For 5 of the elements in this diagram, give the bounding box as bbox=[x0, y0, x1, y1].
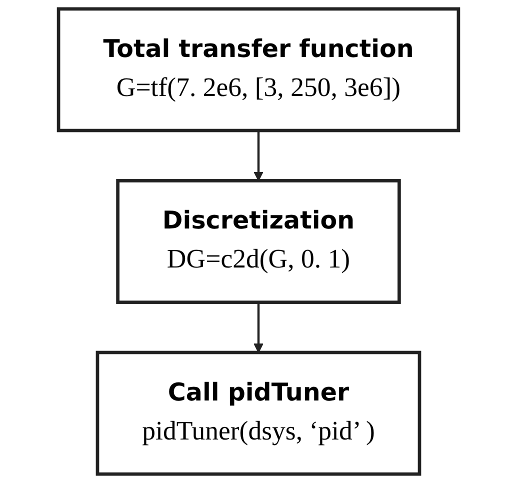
node-box: Call pidTuner pidTuner(dsys, ‘pid’ ) bbox=[96, 350, 422, 476]
arrow bbox=[254, 302, 264, 353]
node-box: Total transfer function G=tf(7. 2e6, [3, 250, 3e6]) bbox=[56, 7, 460, 132]
arrow bbox=[254, 130, 264, 182]
node-box: Discretization DG=c2d(G, 0. 1) bbox=[116, 179, 401, 304]
